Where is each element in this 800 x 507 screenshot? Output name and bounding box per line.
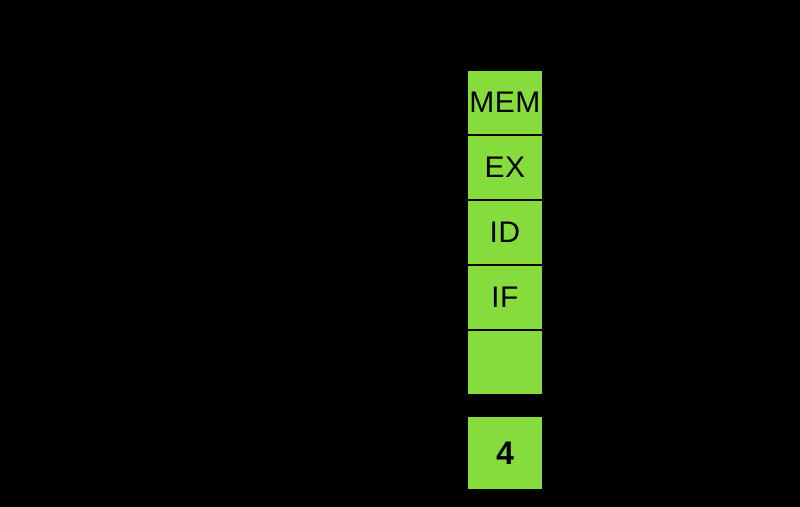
pipeline-stage-if: IF	[466, 264, 544, 331]
constant-4-box: 4	[466, 415, 544, 491]
constant-4-label: 4	[496, 434, 514, 471]
stage-label-ex: EX	[484, 150, 526, 184]
pipeline-stage-empty	[466, 329, 544, 396]
pipeline-stage-ex: EX	[466, 134, 544, 201]
pipeline-stage-id: ID	[466, 199, 544, 266]
stage-label-mem: MEM	[469, 85, 541, 119]
stage-label-if: IF	[491, 280, 519, 314]
pipeline-stage-stack: MEM EX ID IF	[466, 69, 544, 396]
stage-label-id: ID	[489, 215, 521, 249]
pipeline-stage-mem: MEM	[466, 69, 544, 136]
